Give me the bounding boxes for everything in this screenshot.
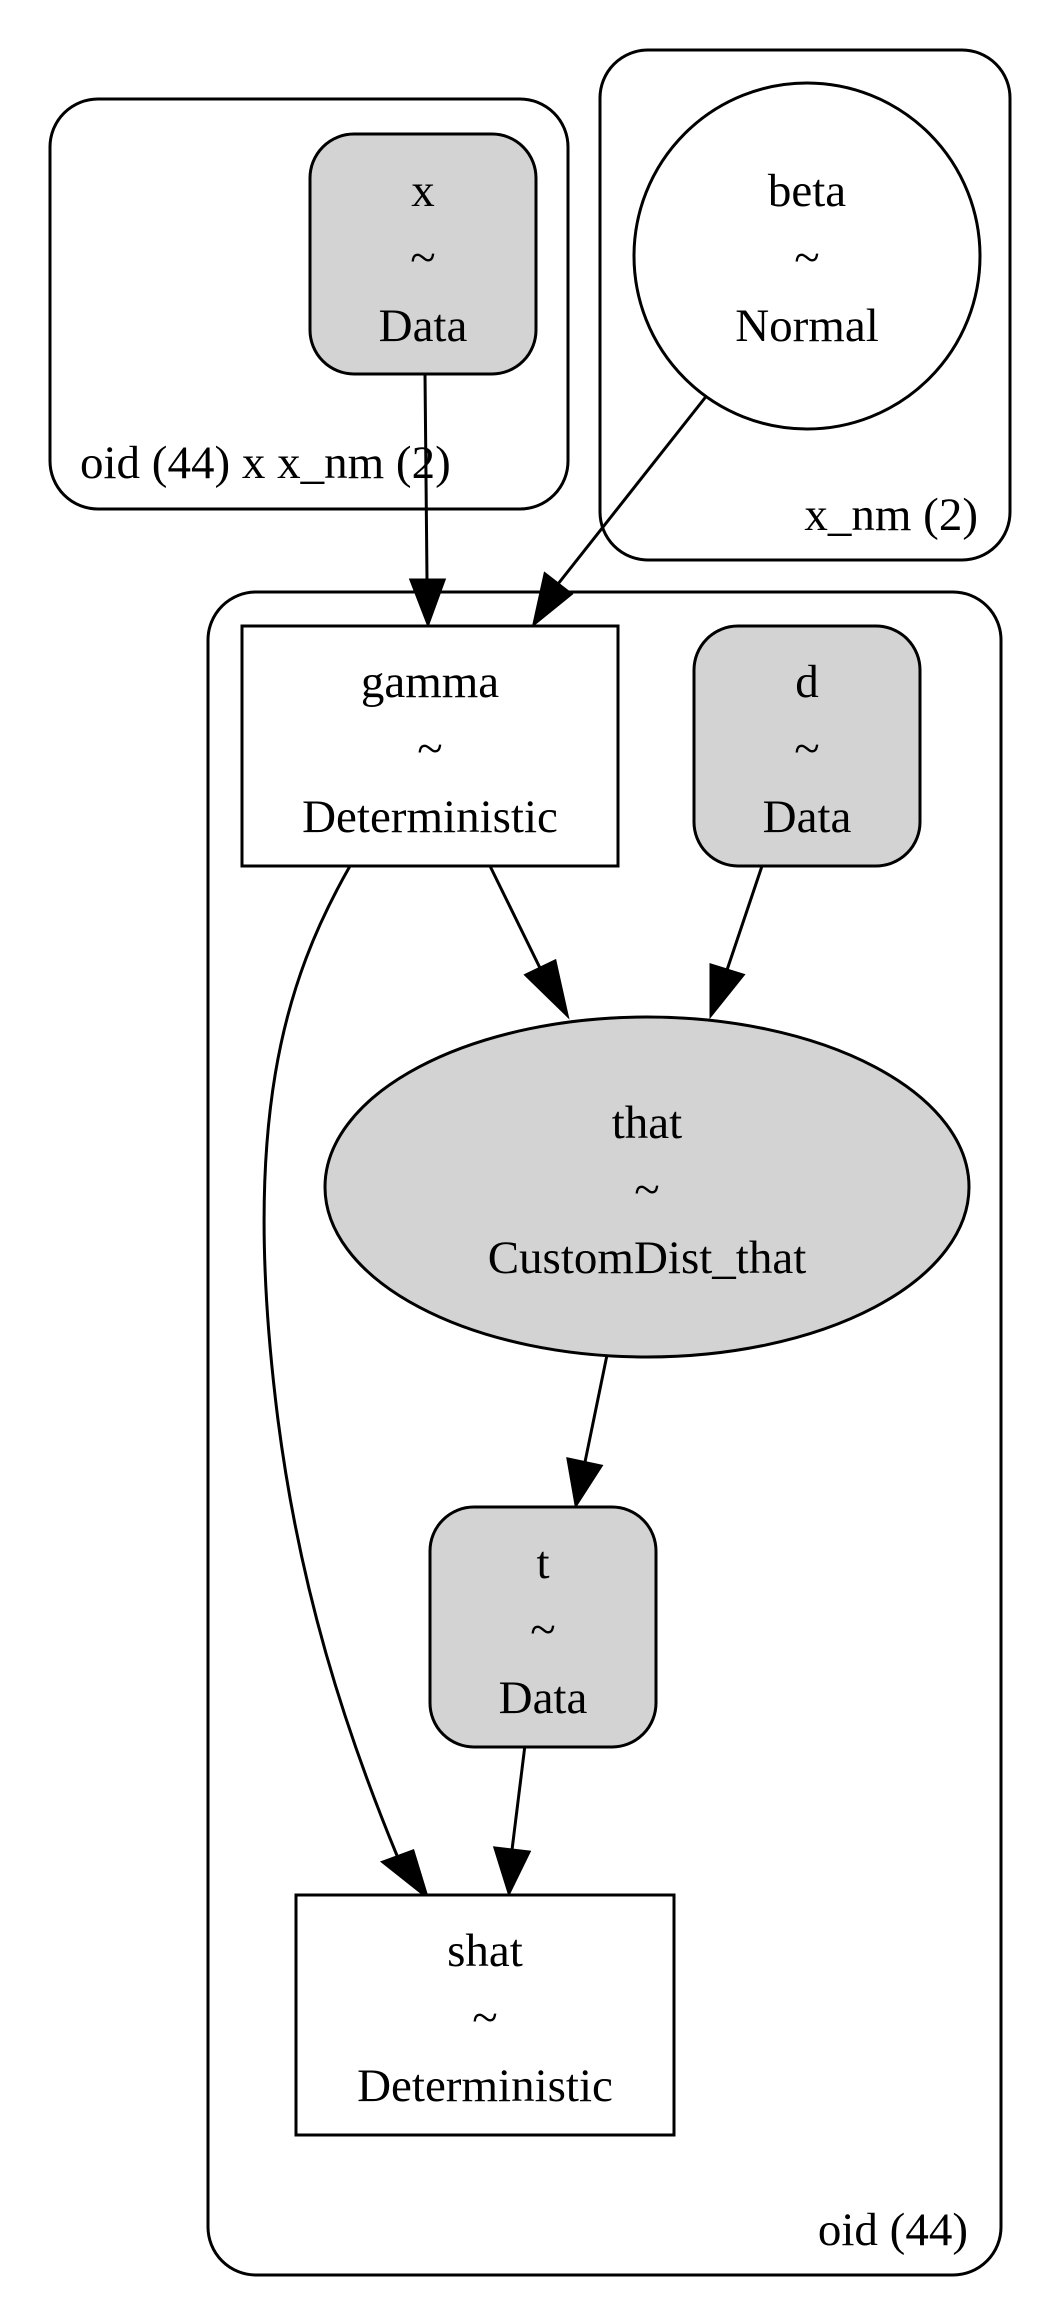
- plate-label-oid: oid (44): [818, 2204, 968, 2256]
- plate-oid-x-xnm: oid (44) x x_nm (2): [48, 97, 570, 511]
- edge-gamma-to-shat: [262, 865, 400, 1859]
- edge-t-to-shat: [510, 1744, 527, 1851]
- node-gamma-name: gamma: [361, 656, 499, 708]
- node-x-dist: Data: [379, 300, 468, 352]
- node-d-name: d: [795, 656, 819, 708]
- node-t-dist: Data: [499, 1672, 588, 1724]
- node-shat-name: shat: [447, 1925, 523, 1977]
- node-gamma-tilde: ~: [417, 723, 442, 775]
- node-shat-dist: Deterministic: [357, 2060, 613, 2112]
- node-beta-tilde: ~: [794, 232, 819, 284]
- arrowhead-beta-to-gamma: [531, 571, 574, 628]
- node-t[interactable]: t ~ Data: [428, 1505, 658, 1749]
- node-x[interactable]: x ~ Data: [308, 132, 538, 376]
- node-x-name: x: [411, 165, 435, 217]
- edge-beta-to-gamma: [556, 393, 710, 585]
- node-d-dist: Data: [763, 791, 852, 843]
- node-d[interactable]: d ~ Data: [692, 624, 922, 868]
- node-that-name: that: [612, 1097, 682, 1149]
- plate-xnm: x_nm (2): [598, 48, 1012, 562]
- node-beta-name: beta: [768, 165, 846, 217]
- node-shat-tilde: ~: [472, 1992, 497, 2044]
- arrowhead-d-to-that: [709, 962, 746, 1020]
- node-t-name: t: [536, 1537, 549, 1589]
- node-t-tilde: ~: [530, 1604, 555, 1656]
- node-gamma[interactable]: gamma ~ Deterministic: [240, 624, 620, 868]
- plate-label-xnm: x_nm (2): [804, 489, 978, 541]
- edges: [262, 373, 764, 1902]
- node-x-tilde: ~: [410, 232, 435, 284]
- node-gamma-dist: Deterministic: [302, 791, 558, 843]
- edge-x-to-gamma: [423, 373, 429, 581]
- plate-label-oid-x-xnm: oid (44) x x_nm (2): [80, 437, 451, 489]
- edge-gamma-to-that: [488, 865, 542, 969]
- node-d-tilde: ~: [794, 723, 819, 775]
- node-shat[interactable]: shat ~ Deterministic: [294, 1893, 676, 2137]
- arrowhead-t-to-shat: [492, 1846, 532, 1898]
- arrowhead-gamma-to-shat: [379, 1849, 430, 1902]
- arrowhead-gamma-to-that: [523, 958, 570, 1020]
- node-beta-dist: Normal: [735, 300, 879, 352]
- edge-d-to-that: [725, 865, 764, 971]
- arrowhead-x-to-gamma: [408, 578, 447, 629]
- node-that-dist: CustomDist_that: [488, 1232, 807, 1284]
- plate-oid: oid (44): [206, 590, 1003, 2277]
- node-beta[interactable]: beta ~ Normal: [632, 81, 982, 431]
- edge-that-to-t: [583, 1354, 609, 1463]
- node-that-tilde: ~: [634, 1164, 659, 1216]
- arrowhead-that-to-t: [566, 1457, 604, 1510]
- node-that[interactable]: that ~ CustomDist_that: [323, 1015, 971, 1359]
